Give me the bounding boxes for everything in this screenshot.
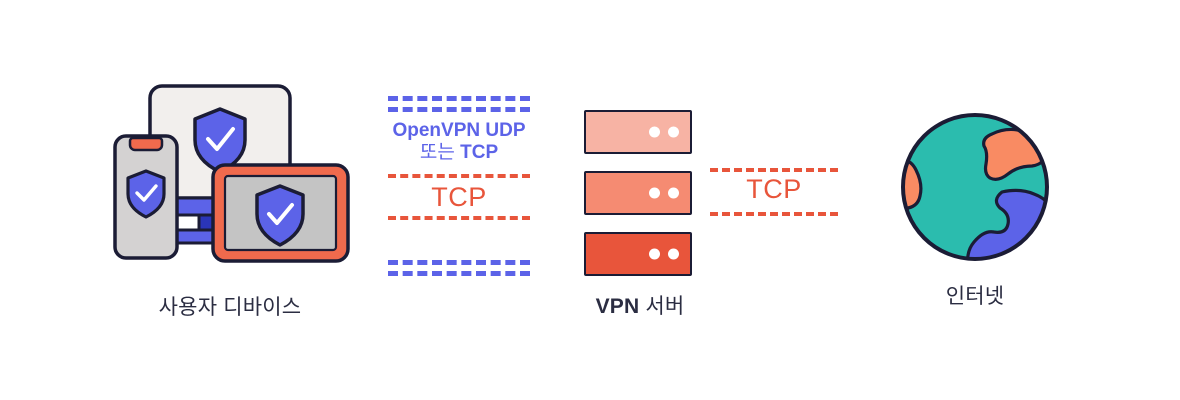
tunnel-left-outer-dash-top-1 <box>388 96 530 101</box>
label-internet: 인터넷 <box>946 280 1005 310</box>
server-led-icon <box>649 187 660 199</box>
tunnel-left-outer-dash-top-2 <box>388 107 530 112</box>
server-led-group <box>649 126 679 138</box>
label-user-devices-text: 사용자 디바이스 <box>158 296 302 319</box>
node-internet: 인터넷 <box>855 108 1095 310</box>
vpn-server-illustration <box>584 110 696 276</box>
tunnel-left-inner-dash-top <box>388 174 530 178</box>
tunnel-left: OpenVPN UDP 또는 TCP TCP <box>388 92 530 276</box>
server-unit <box>584 171 692 215</box>
tunnel-right: TCP <box>710 168 838 216</box>
tunnel-left-protocol-line2: 또는 TCP <box>388 142 530 164</box>
devices-icon <box>112 84 350 263</box>
tunnel-left-protocol-alt: TCP <box>460 142 499 164</box>
server-led-group <box>649 248 679 260</box>
label-vpn-server-prefix: VPN <box>595 295 640 318</box>
tunnel-left-inner-dash-bottom <box>388 216 530 220</box>
tunnel-right-protocol-label: TCP <box>746 174 802 204</box>
tunnel-left-outer-protocol-label: OpenVPN UDP 또는 TCP <box>388 120 530 165</box>
internet-illustration <box>896 108 1054 266</box>
server-led-icon <box>668 248 679 260</box>
label-internet-text: 인터넷 <box>945 285 1005 308</box>
tunnel-left-outer-dash-bottom-2 <box>388 271 530 276</box>
tunnel-left-protocol-conjunction: 또는 <box>419 142 461 164</box>
label-vpn-server: VPN 서버 <box>596 290 685 320</box>
node-vpn-server: VPN 서버 <box>525 110 755 320</box>
label-user-devices: 사용자 디바이스 <box>159 291 302 321</box>
server-led-icon <box>649 248 660 260</box>
label-vpn-server-text: 서버 <box>639 295 685 318</box>
server-led-icon <box>668 126 679 138</box>
server-unit <box>584 110 692 154</box>
tunnel-left-inner-protocol-label: TCP <box>431 182 487 212</box>
server-unit <box>584 232 692 276</box>
tunnel-left-protocol-line1: OpenVPN UDP <box>392 120 526 141</box>
server-led-icon <box>668 187 679 199</box>
node-user-devices: 사용자 디바이스 <box>95 82 365 321</box>
tunnel-right-dash-top <box>710 168 838 172</box>
globe-icon <box>901 113 1049 261</box>
server-led-group <box>649 187 679 199</box>
server-led-icon <box>649 126 660 138</box>
tunnel-right-dash-bottom <box>710 212 838 216</box>
tunnel-left-outer-dash-bottom-1 <box>388 260 530 265</box>
user-devices-illustration <box>103 82 358 277</box>
